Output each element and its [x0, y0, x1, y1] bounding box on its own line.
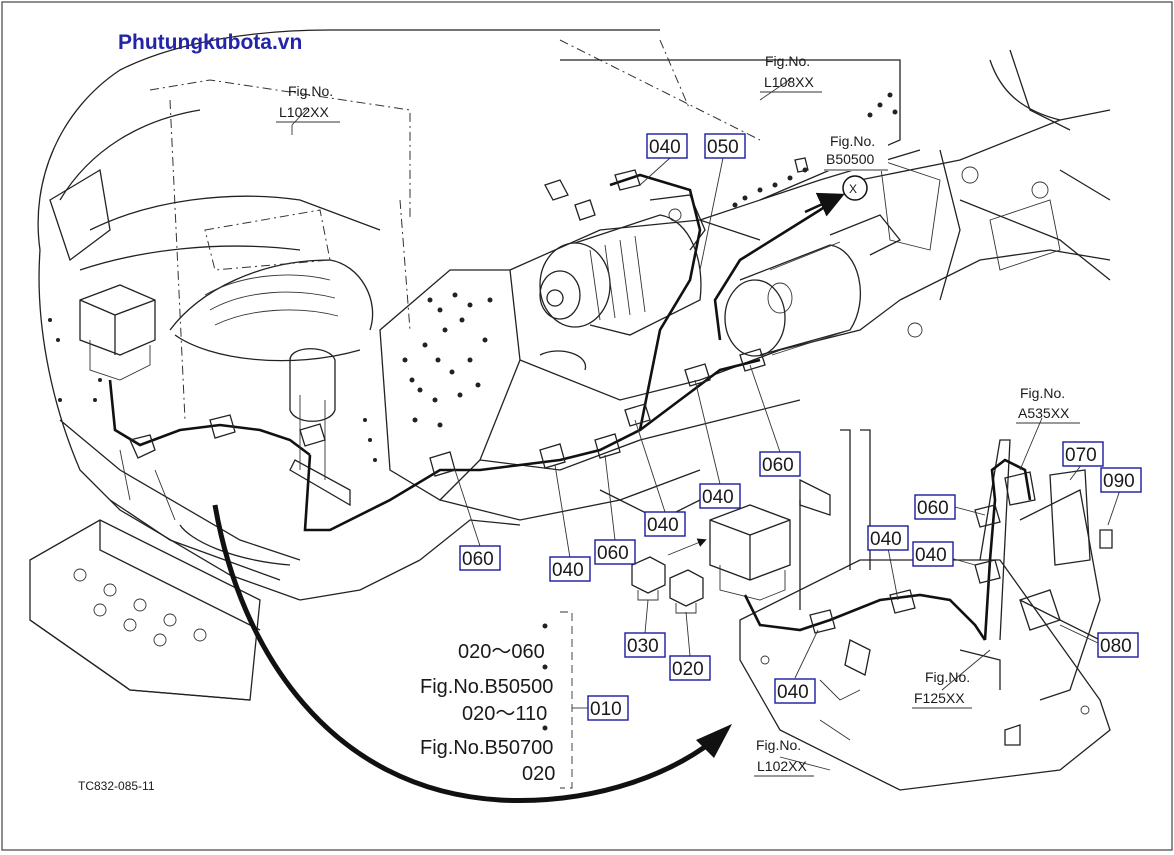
legend-line-5: 020: [522, 763, 555, 785]
legend-line-4: Fig.No.B50700: [420, 737, 553, 759]
fig-ref-code: F125XX: [914, 690, 965, 706]
svg-text:040: 040: [777, 682, 809, 703]
callout-060-d: 060: [914, 494, 956, 520]
fig-ref-label: Fig.No.: [765, 53, 810, 69]
starter-motor: [724, 214, 902, 357]
callout-060-c: 060: [759, 451, 801, 477]
harness-left: [108, 379, 311, 457]
fig-ref-f125xx: Fig.No. F125XX: [912, 669, 972, 709]
harness-clamps: [129, 169, 766, 477]
drawing-code: TC832-085-11: [78, 779, 155, 793]
legend-bracket: [542, 611, 588, 789]
callout-040-b: 040: [549, 556, 591, 582]
callout-060-b: 060: [594, 539, 636, 565]
callout-040-c: 040: [644, 511, 686, 537]
fig-ref-label: Fig.No.: [1020, 385, 1065, 401]
fuse-020: [669, 569, 704, 614]
fig-ref-label: Fig.No.: [925, 669, 970, 685]
legend-line-1: 020～060: [458, 641, 545, 663]
svg-text:040: 040: [647, 515, 679, 536]
svg-text:050: 050: [707, 137, 739, 158]
fig-ref-label: Fig.No.: [830, 133, 875, 149]
svg-text:040: 040: [702, 487, 734, 508]
callout-010: 010: [587, 695, 629, 721]
fig-ref-code: L108XX: [764, 74, 814, 90]
callout-040-d: 040: [699, 483, 741, 509]
svg-text:030: 030: [627, 636, 659, 657]
alternator: [539, 194, 706, 371]
svg-text:040: 040: [915, 545, 947, 566]
connector-parts-top: [544, 157, 809, 221]
detail-view-arrow: [212, 504, 722, 803]
reservoir: [289, 348, 351, 507]
svg-text:060: 060: [762, 455, 794, 476]
relay-box-left: [79, 284, 156, 381]
fig-ref-l102xx-bottom: Fig.No. L102XX: [754, 737, 814, 777]
parts-legend: 020～060 Fig.No.B50500 020～110 Fig.No.B50…: [420, 641, 555, 785]
fig-ref-code: L102XX: [279, 104, 329, 120]
fig-ref-label: Fig.No.: [288, 83, 333, 99]
legend-line-3: 020～110: [462, 703, 547, 725]
svg-text:010: 010: [590, 699, 622, 720]
engine-block: [379, 49, 1111, 561]
callout-050: 050: [704, 133, 746, 159]
callout-070: 070: [1062, 441, 1104, 467]
watermark-text: Phutungkubota.vn: [118, 31, 302, 54]
connector-x-marker: X: [804, 175, 868, 217]
callout-040-f: 040: [912, 541, 954, 567]
svg-text:020: 020: [672, 659, 704, 680]
leader-lines: [291, 77, 1121, 771]
fig-ref-a535xx: Fig.No. A535XX: [1016, 385, 1080, 424]
callout-040-e: 040: [867, 525, 909, 551]
svg-text:040: 040: [552, 560, 584, 581]
callout-090: 090: [1100, 467, 1142, 493]
callout-040-g: 040: [774, 678, 816, 704]
svg-text:040: 040: [870, 529, 902, 550]
detail-view-arrowhead: [696, 724, 732, 758]
fig-ref-code: B50500: [826, 151, 874, 167]
svg-text:080: 080: [1100, 636, 1132, 657]
fig-ref-l102xx-top: Fig.No. L102XX: [276, 83, 340, 123]
insulation-texture: [48, 92, 898, 462]
svg-text:060: 060: [597, 543, 629, 564]
svg-text:070: 070: [1065, 445, 1097, 466]
fig-ref-l108xx: Fig.No. L108XX: [760, 53, 822, 93]
callout-040-a: 040: [646, 133, 688, 159]
svg-text:090: 090: [1103, 471, 1135, 492]
front-weight-plate: [29, 519, 261, 701]
install-arrow: [667, 538, 707, 556]
svg-text:060: 060: [917, 498, 949, 519]
callout-020: 020: [669, 655, 711, 681]
fig-ref-label: Fig.No.: [756, 737, 801, 753]
harness-main: [303, 358, 761, 532]
callout-080: 080: [1097, 632, 1139, 658]
hidden-outlines: [149, 39, 761, 421]
fig-ref-b50500: Fig.No. B50500: [824, 131, 888, 171]
callout-030: 030: [624, 632, 666, 658]
fig-ref-code: A535XX: [1018, 405, 1070, 421]
svg-text:060: 060: [462, 549, 494, 570]
harness-inset-up: [983, 458, 1032, 641]
inset-bracket: [739, 429, 1111, 791]
callout-060-a: 060: [459, 545, 501, 571]
relay-box-inset: [709, 504, 791, 601]
inset-clamps: [809, 471, 1113, 634]
harness-inset: [743, 593, 987, 641]
tractor-hood: [37, 29, 660, 601]
harness-branch-starter: [713, 198, 836, 341]
legend-line-2: Fig.No.B50500: [420, 676, 553, 698]
connector-x-label: X: [849, 182, 857, 196]
fig-ref-code: L102XX: [757, 758, 807, 774]
svg-text:040: 040: [649, 137, 681, 158]
fuse-030: [631, 556, 666, 601]
